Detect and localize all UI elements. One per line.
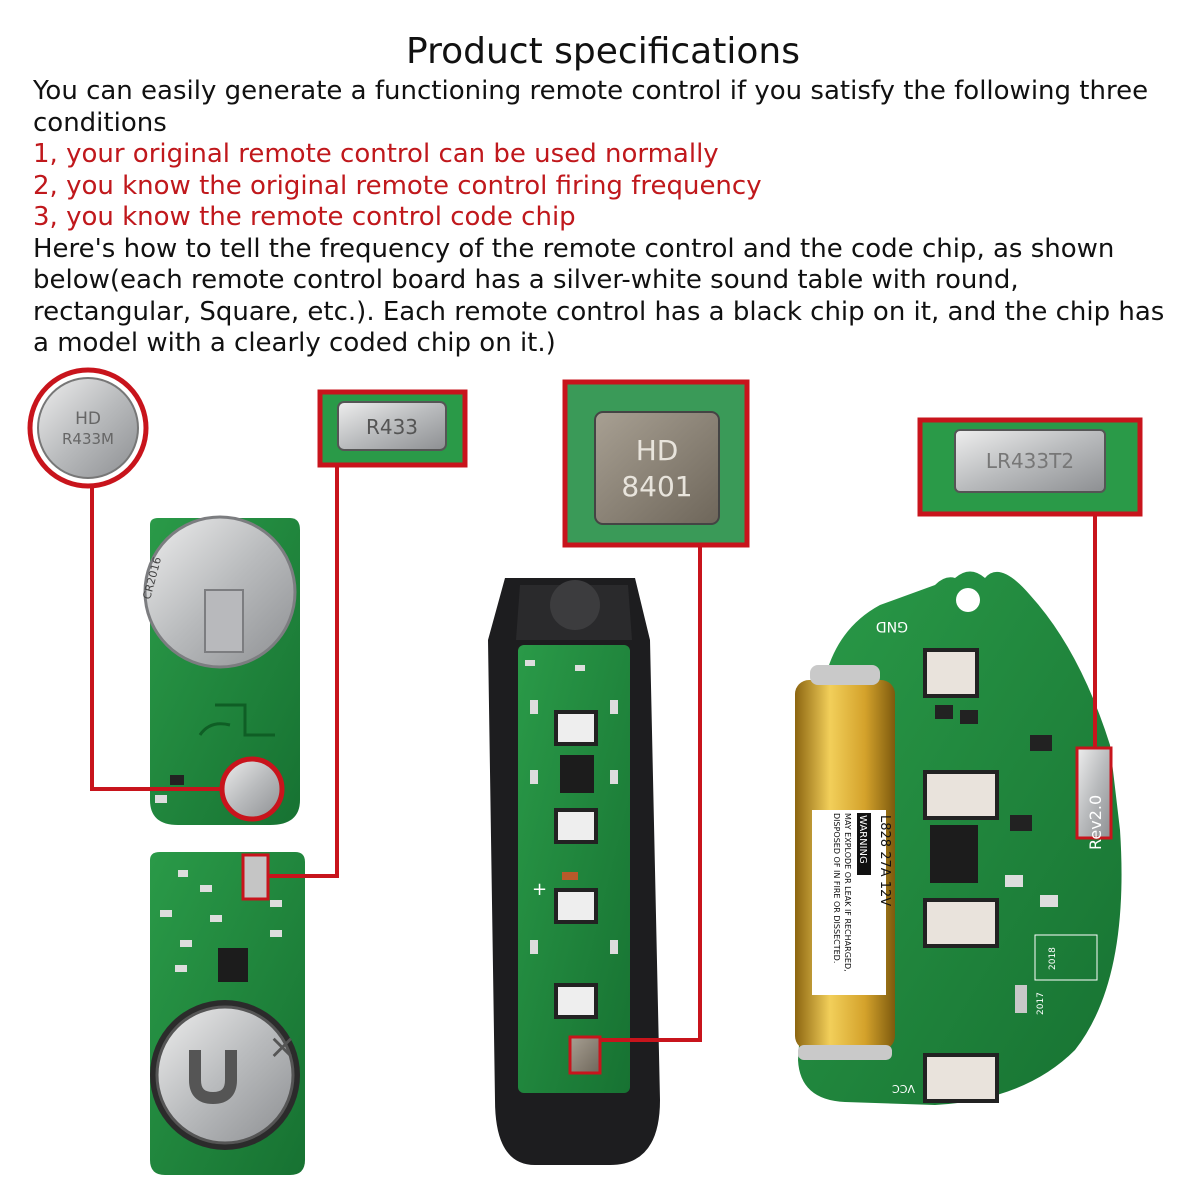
battery-warning-line-1: MAY EXPLODE OR LEAK IF RECHARGED, (843, 813, 852, 972)
explanation-text: Here's how to tell the frequency of the … (33, 233, 1165, 359)
battery-warning-title: WARNING (857, 815, 868, 864)
long-resonator-small (1075, 746, 1113, 840)
middle-remote: + (488, 578, 660, 1165)
battery-warning-line-2: DISPOSED OF IN FIRE OR DISSECTED. (832, 813, 841, 963)
condition-1: 1, your original remote control can be u… (33, 139, 719, 169)
callout-square-resonator: HD 8401 (562, 379, 750, 1042)
right-board: GND 2017 2018 Rev2.0 VCC WARNING MAY EXP… (795, 571, 1122, 1105)
small-round-resonator (219, 756, 285, 822)
code-chip-left (218, 948, 248, 982)
year-2018: 2018 (1048, 947, 1058, 970)
condition-2: 2, you know the original remote control … (33, 170, 762, 201)
gnd-label: GND (876, 618, 908, 634)
callout-rect-resonator: R433 (268, 389, 468, 878)
spec-text-block: Product specifications You can easily ge… (33, 30, 1173, 360)
battery-model: L828 27A 12V (877, 815, 892, 906)
year-2017: 2017 (1036, 992, 1046, 1015)
vcc-label: VCC (892, 1082, 915, 1095)
condition-3: 3, you know the remote control code chip (33, 202, 576, 232)
left-top-board: CR2016 (140, 515, 300, 825)
page-title: Product specifications (406, 31, 800, 72)
battery-holder-cross: × (268, 1027, 297, 1067)
callout-round-resonator: HD R433M (27, 367, 222, 791)
square-resonator-small (568, 1035, 602, 1075)
battery-12v: WARNING MAY EXPLODE OR LEAK IF RECHARGED… (795, 665, 895, 1060)
plus-label: + (532, 879, 547, 900)
square-resonator-line2: 8401 (621, 470, 692, 503)
intro-text: You can easily generate a functioning re… (33, 76, 1149, 138)
square-resonator-line1: HD (636, 434, 679, 467)
rectangular-resonator-small (241, 853, 270, 901)
long-resonator-text: LR433T2 (986, 449, 1074, 473)
rev-label: Rev2.0 (1086, 795, 1105, 850)
code-chip-middle (560, 755, 594, 793)
code-chip-right (930, 825, 978, 883)
round-resonator-line2: R433M (62, 430, 114, 448)
left-bottom-board: × (150, 852, 305, 1175)
rect-resonator-text: R433 (366, 415, 418, 439)
round-resonator-line1: HD (75, 409, 101, 429)
callout-long-resonator: LR433T2 (917, 417, 1143, 748)
